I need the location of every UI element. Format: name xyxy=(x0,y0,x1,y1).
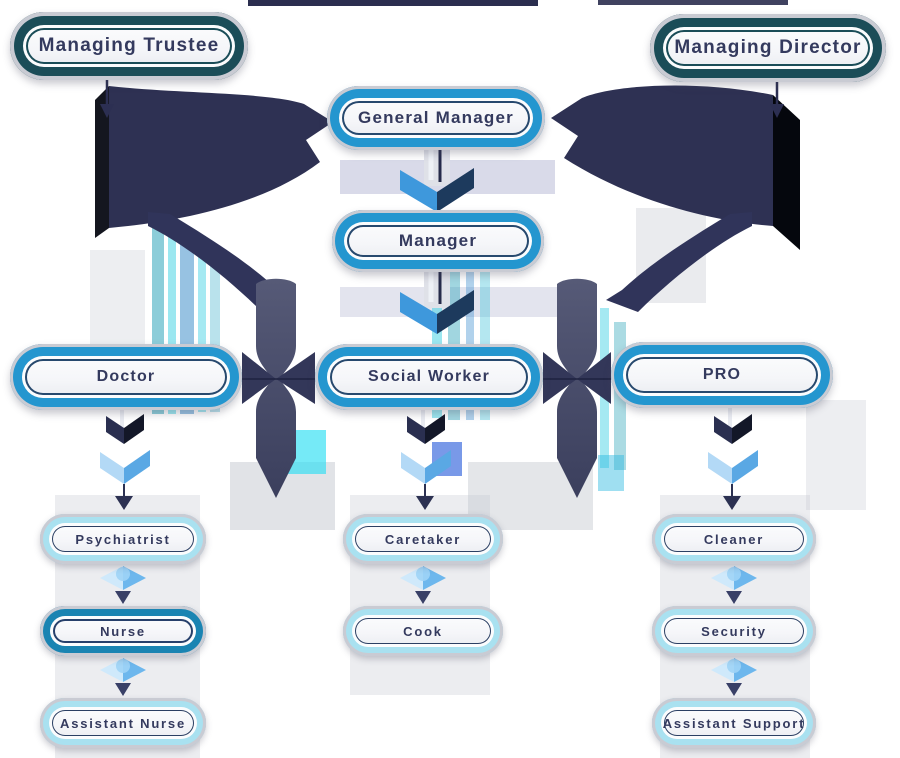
ribbon-right-side-face xyxy=(773,95,800,250)
chevron-3d-icon xyxy=(400,268,474,334)
connector-stack-icon xyxy=(98,406,152,512)
ribbon-left xyxy=(95,86,333,238)
node-caretaker: Caretaker xyxy=(343,514,503,564)
node-cleaner: Cleaner xyxy=(652,514,816,564)
ribbon-right-body xyxy=(551,85,773,226)
node-general-manager: General Manager xyxy=(327,86,545,150)
chevron-3d-icon xyxy=(400,146,474,212)
connector-stack-icon xyxy=(706,406,760,512)
node-doctor: Doctor xyxy=(10,344,242,410)
swoosh-right xyxy=(606,212,752,312)
ribbon-right xyxy=(551,85,800,250)
connector-stack-icon xyxy=(399,406,453,512)
ribbon-left-side-face xyxy=(95,86,109,238)
node-managing-director: Managing Director xyxy=(650,14,886,82)
node-psychiatrist: Psychiatrist xyxy=(40,514,206,564)
bowtie-left xyxy=(242,352,315,404)
node-assistant-nurse: Assistant Nurse xyxy=(40,698,206,748)
node-managing-trustee: Managing Trustee xyxy=(10,12,248,80)
ribbon-left-body xyxy=(109,86,333,228)
node-assistant-support: Assistant Support xyxy=(652,698,816,748)
node-manager: Manager xyxy=(332,210,544,272)
node-nurse: Nurse xyxy=(40,606,206,656)
node-pro: PRO xyxy=(611,342,833,408)
bowtie-right xyxy=(543,352,611,404)
node-cook: Cook xyxy=(343,606,503,656)
node-social-worker: Social Worker xyxy=(315,344,543,410)
node-security: Security xyxy=(652,606,816,656)
